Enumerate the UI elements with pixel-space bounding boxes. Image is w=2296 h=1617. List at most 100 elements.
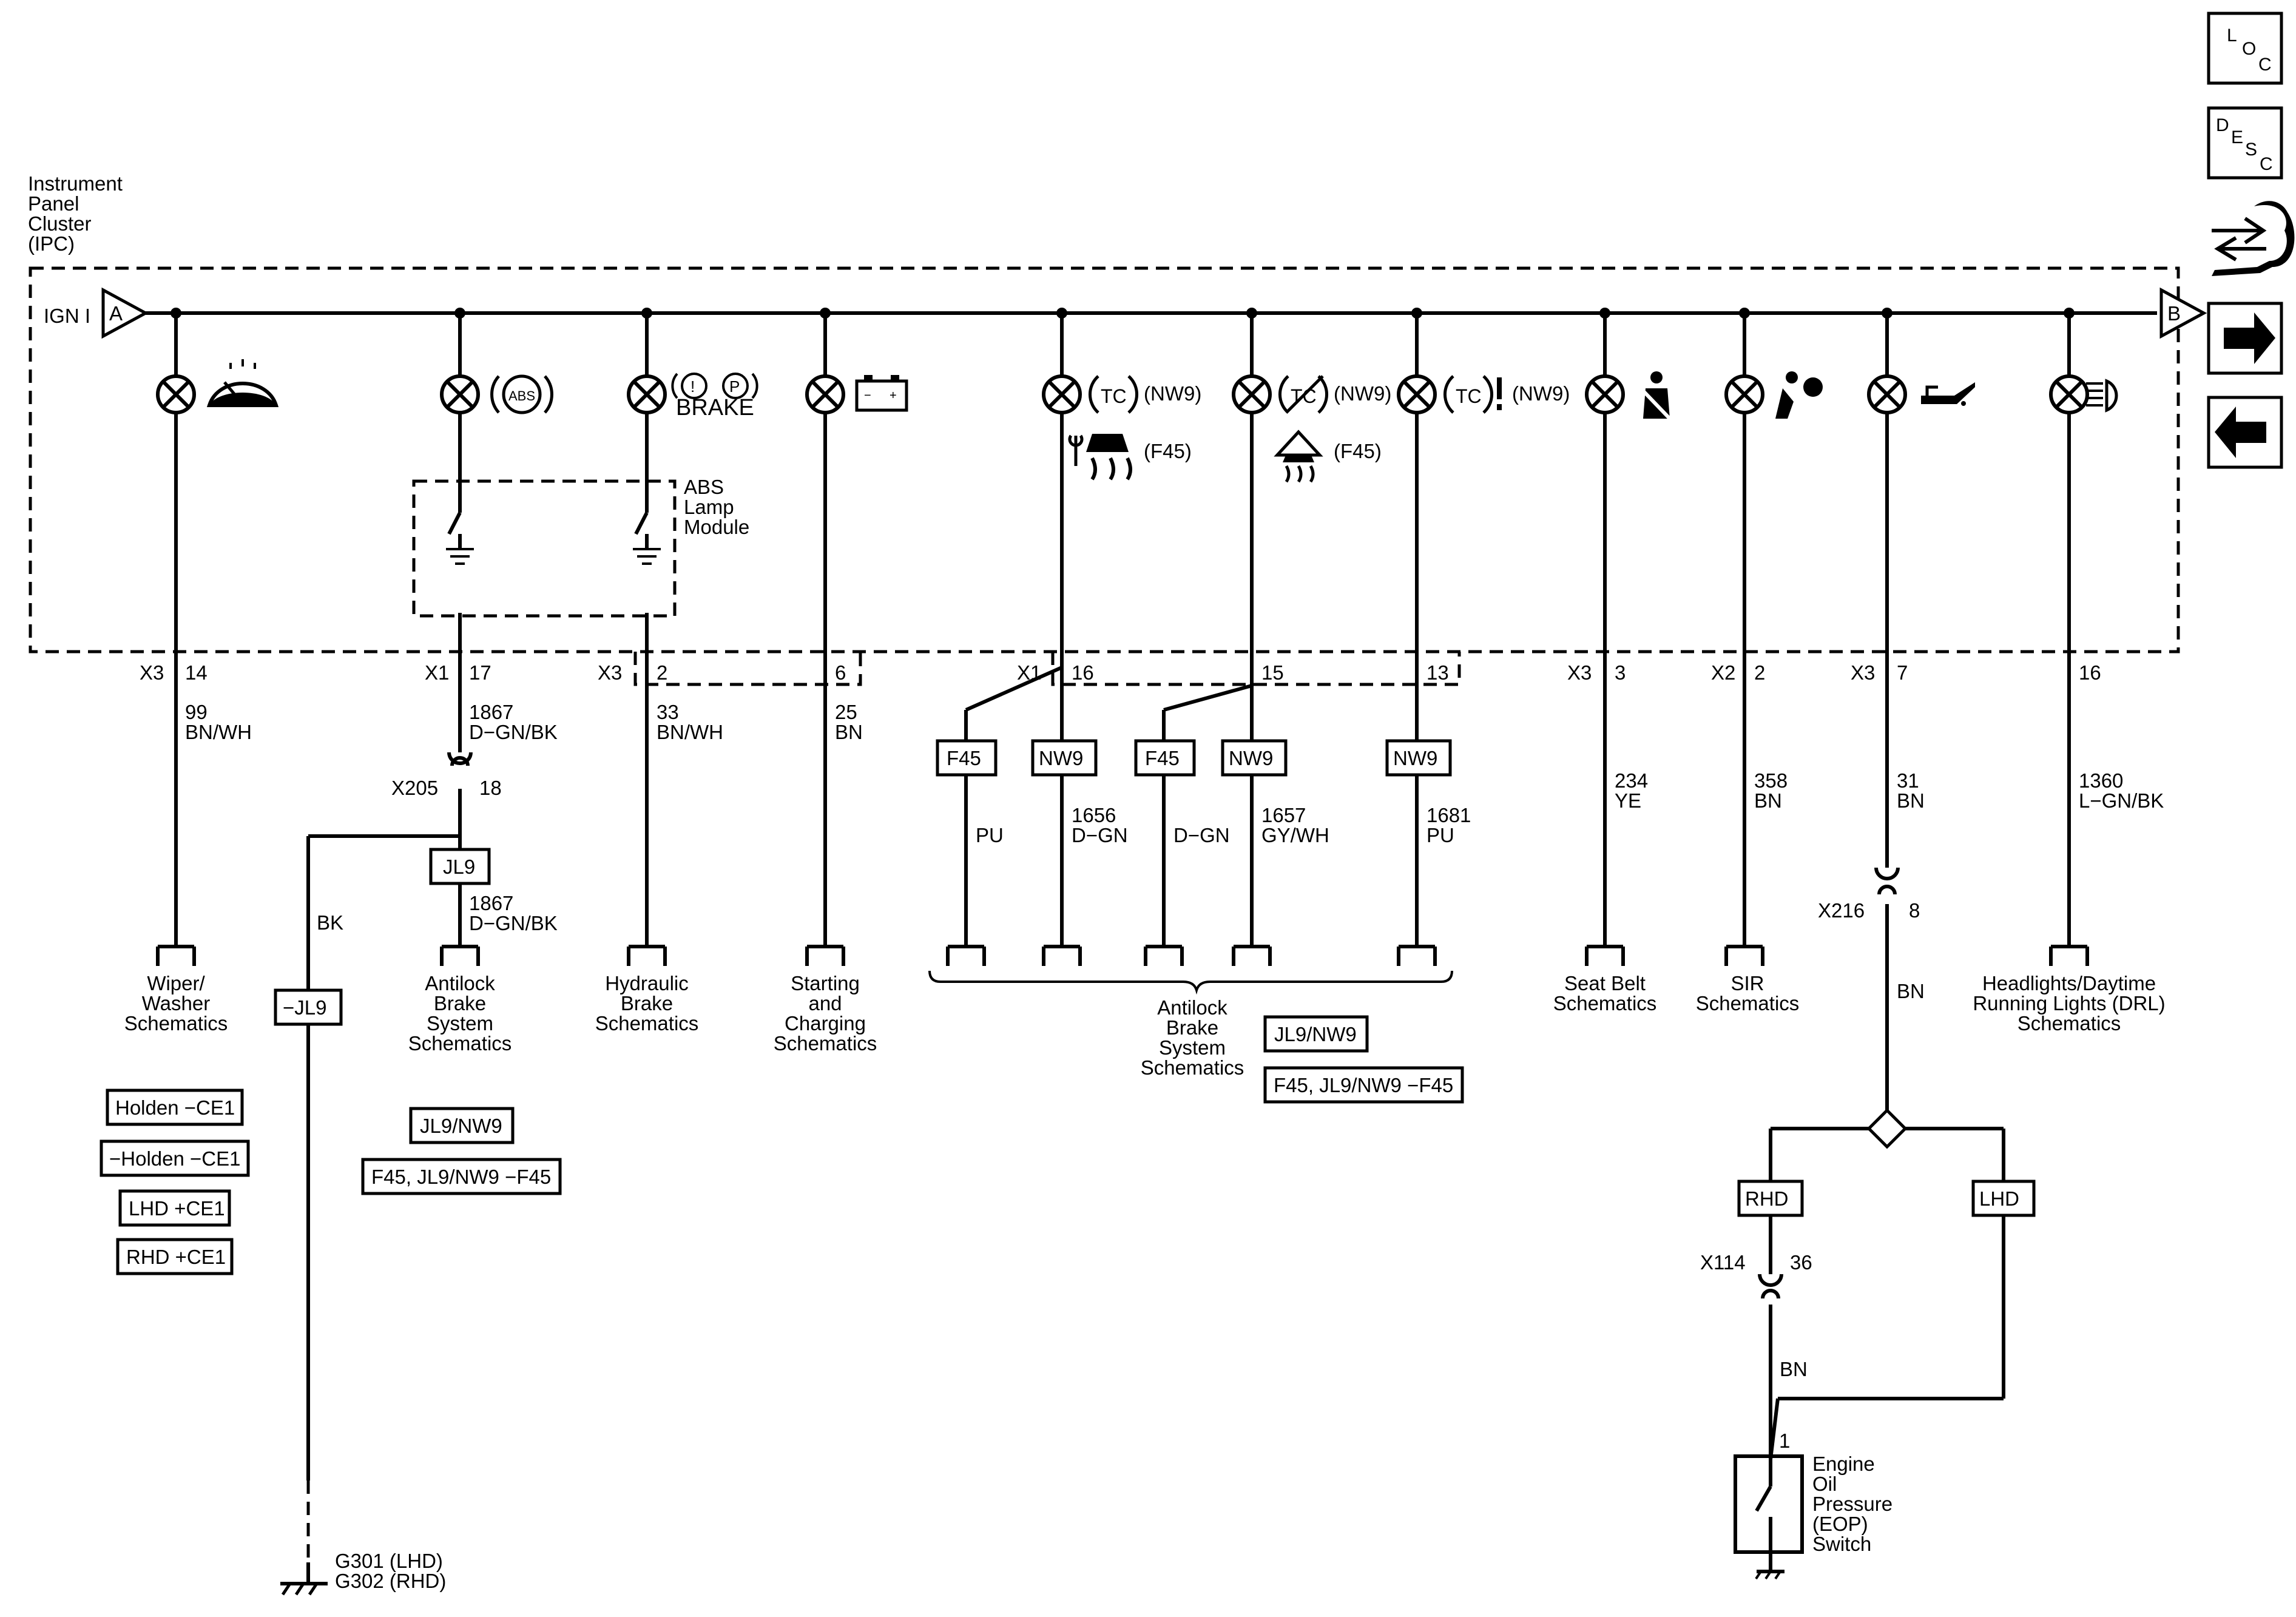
svg-text:13: 13 — [1427, 661, 1449, 684]
lamp-tc2 — [1234, 376, 1270, 413]
svg-text:Headlights/Daytime: Headlights/Daytime — [1982, 972, 2156, 994]
svg-text:Schematics: Schematics — [2017, 1012, 2121, 1035]
svg-text:PU: PU — [1427, 824, 1454, 846]
option-box-jl9: JL9 — [429, 848, 491, 885]
svg-text:JL9/NW9: JL9/NW9 — [420, 1115, 502, 1137]
svg-text:BN: BN — [1897, 789, 1925, 812]
svg-text:X3: X3 — [140, 661, 164, 684]
svg-text:BN: BN — [1754, 789, 1782, 812]
svg-text:3: 3 — [1615, 661, 1626, 684]
nav-loc-button[interactable]: L O C — [2207, 12, 2283, 85]
svg-text:X216: X216 — [1818, 899, 1865, 922]
svg-text:Hydraulic: Hydraulic — [605, 972, 689, 994]
wrench-arrows-icon[interactable] — [2212, 201, 2295, 276]
svg-text:NW9: NW9 — [1039, 747, 1083, 769]
svg-text:Schematics: Schematics — [124, 1012, 228, 1035]
svg-text:234: 234 — [1615, 769, 1648, 792]
option-box-f45-1: F45 — [936, 739, 998, 777]
connector-b: B — [2159, 287, 2207, 339]
nav-desc-button[interactable]: D E S C — [2207, 106, 2283, 180]
arrow-right-icon[interactable] — [2207, 302, 2283, 375]
legend-lhd-ce1: LHD +CE1 — [118, 1189, 231, 1227]
svg-text:Module: Module — [684, 516, 749, 538]
legend-f45-right: F45, JL9/NW9 −F45 — [1263, 1066, 1464, 1104]
svg-text:(IPC): (IPC) — [28, 232, 75, 255]
svg-text:Brake: Brake — [434, 992, 486, 1014]
legend-holden-ce1: Holden −CE1 — [106, 1089, 244, 1126]
lamp-oil — [1869, 376, 1905, 413]
svg-text:25: 25 — [835, 701, 857, 723]
svg-text:BRAKE: BRAKE — [676, 395, 754, 420]
svg-text:BK: BK — [317, 911, 343, 934]
battery-icon: − + — [855, 375, 908, 412]
svg-text:2: 2 — [1754, 661, 1765, 684]
pin-labels: X3 14 X1 17 X3 2 6 X1 16 15 13 X3 3 X2 2… — [140, 661, 2101, 684]
arrow-left-icon[interactable] — [2207, 396, 2283, 469]
svg-text:D−GN/BK: D−GN/BK — [469, 912, 558, 934]
svg-text:2: 2 — [657, 661, 667, 684]
slip-icon: (F45) — [1068, 434, 1192, 481]
lamp-sir — [1726, 376, 1763, 413]
svg-text:Antilock: Antilock — [425, 972, 495, 994]
connector-x216: X216 8 — [1818, 867, 1920, 922]
svg-text:X2: X2 — [1711, 661, 1735, 684]
dest-hydraulic[interactable]: Hydraulic Brake Schematics — [595, 972, 699, 1035]
legend-rhd-ce1: RHD +CE1 — [116, 1238, 234, 1275]
svg-text:BN/WH: BN/WH — [657, 721, 723, 743]
dest-antilock-2[interactable]: Antilock Brake System Schematics — [1141, 996, 1244, 1079]
svg-text:−JL9: −JL9 — [283, 996, 326, 1019]
ign-label: IGN I — [44, 305, 90, 327]
svg-text:Switch: Switch — [1812, 1533, 1871, 1555]
svg-text:6: 6 — [835, 661, 846, 684]
svg-text:and: and — [808, 992, 842, 1014]
lamp-abs — [442, 376, 478, 413]
svg-text:P: P — [729, 377, 740, 396]
lamp-tc3 — [1399, 376, 1435, 413]
svg-text:X205: X205 — [391, 777, 438, 799]
svg-text:TC: TC — [1101, 385, 1127, 407]
svg-text:16: 16 — [1072, 661, 1094, 684]
svg-text:X3: X3 — [1851, 661, 1875, 684]
dest-sir[interactable]: SIR Schematics — [1696, 972, 1800, 1014]
dest-headlights[interactable]: Headlights/Daytime Running Lights (DRL) … — [1973, 972, 2165, 1035]
svg-text:1656: 1656 — [1072, 804, 1116, 826]
dest-antilock[interactable]: Antilock Brake System Schematics — [408, 972, 512, 1055]
svg-text:Wiper/: Wiper/ — [147, 972, 205, 994]
option-box-lhd: LHD — [1971, 1180, 2036, 1217]
dest-wiper[interactable]: Wiper/ Washer Schematics — [124, 972, 228, 1035]
svg-text:Schematics: Schematics — [1141, 1056, 1244, 1079]
svg-text:Holden −CE1: Holden −CE1 — [115, 1096, 235, 1119]
svg-text:Charging: Charging — [785, 1012, 866, 1035]
nav-desc-letter: C — [2260, 154, 2273, 174]
seat-belt-icon — [1639, 371, 1672, 420]
splice-diamond — [1866, 1108, 1908, 1149]
svg-text:Panel: Panel — [28, 192, 79, 215]
lamp-seatbelt — [1587, 376, 1623, 413]
svg-text:1867: 1867 — [469, 892, 513, 914]
option-box-nw9-2: NW9 — [1221, 739, 1288, 777]
dest-starting[interactable]: Starting and Charging Schematics — [774, 972, 877, 1055]
svg-text:BN: BN — [1780, 1358, 1808, 1380]
svg-text:G301 (LHD): G301 (LHD) — [335, 1550, 443, 1572]
nav-desc-letter: D — [2216, 115, 2229, 135]
svg-text:NW9: NW9 — [1393, 747, 1437, 769]
terminations — [158, 947, 2087, 995]
lamp-wiper — [158, 376, 194, 413]
abs-icon: ABS — [490, 374, 553, 414]
dest-seatbelt[interactable]: Seat Belt Schematics — [1553, 972, 1657, 1014]
svg-text:16: 16 — [2079, 661, 2101, 684]
svg-text:F45: F45 — [1145, 747, 1180, 769]
svg-text:14: 14 — [185, 661, 208, 684]
svg-text:BN/WH: BN/WH — [185, 721, 252, 743]
svg-text:A: A — [109, 302, 123, 325]
tc-warning-icon: TC (NW9) — [1443, 375, 1570, 414]
svg-text:1867: 1867 — [469, 701, 513, 723]
svg-text:31: 31 — [1897, 769, 1919, 792]
ipc-title: Instrument Panel Cluster (IPC) — [28, 172, 123, 255]
wiper-washer-icon — [206, 359, 279, 407]
svg-text:Schematics: Schematics — [774, 1032, 877, 1055]
svg-text:Brake: Brake — [1166, 1016, 1218, 1039]
wire-labels: 99 BN/WH 1867 D−GN/BK 33 BN/WH 25 BN PU … — [185, 701, 2164, 1380]
airbag-icon — [1775, 371, 1823, 419]
connector-a: A — [101, 287, 149, 339]
